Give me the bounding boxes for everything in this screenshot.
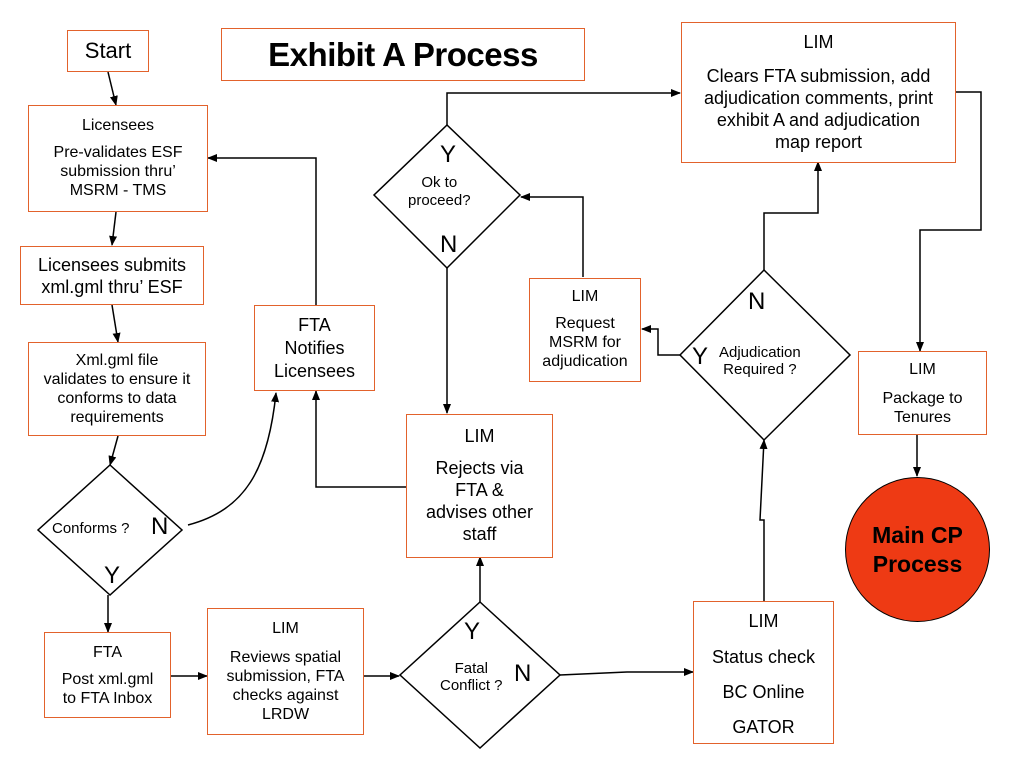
- conforms-no-label: N: [151, 513, 169, 540]
- box-body: Request MSRM for adjudication: [542, 315, 628, 370]
- fatal-yes-label: Y: [464, 618, 481, 645]
- box-header: LIM: [909, 361, 936, 378]
- fta-notifies-box: FTA Notifies Licensees: [254, 305, 375, 391]
- box-header: Licensees: [81, 117, 155, 134]
- conforms-yes-label: Y: [104, 562, 121, 589]
- lim-status-box: LIM Status check BC Online GATOR: [693, 601, 834, 744]
- ok-to-proceed-label: Ok to proceed?: [408, 174, 471, 209]
- conforms-diamond: [36, 463, 184, 597]
- lim-rejects-box: LIM Rejects via FTA & advises other staf…: [406, 414, 553, 558]
- arrow-clears-to-package: [916, 91, 982, 352]
- box-body: Post xml.gml to FTA Inbox: [61, 671, 154, 707]
- arrow-ok-yes-to-clears: [446, 89, 681, 125]
- fatal-conflict-diamond: [398, 600, 562, 750]
- box-header: LIM: [748, 611, 779, 631]
- arrow-status-to-adjudication: [759, 439, 768, 601]
- xml-validates-box: Xml.gml file validates to ensure it conf…: [28, 342, 206, 436]
- box-body: Clears FTA submission, add adjudication …: [703, 66, 934, 152]
- arrow-request-to-ok: [520, 193, 584, 277]
- start-label: Start: [84, 38, 132, 63]
- ok-no-label: N: [440, 231, 458, 258]
- arrow-validates-to-conforms: [108, 435, 119, 466]
- adjudication-no-label: N: [748, 288, 766, 315]
- lim-request-box: LIM Request MSRM for adjudication: [529, 278, 641, 382]
- fatal-no-label: N: [514, 660, 532, 687]
- arrow-submits-to-validates: [111, 304, 121, 343]
- arrow-conforms-no-to-fta-notifies: [187, 392, 280, 526]
- diagram-title-text: Exhibit A Process: [268, 35, 538, 73]
- arrow-adjudication-no-to-clears: [763, 161, 822, 270]
- main-cp-process-circle: Main CP Process: [845, 477, 990, 622]
- lim-reviews-box: LIM Reviews spatial submission, FTA chec…: [207, 608, 364, 735]
- licensees-submits-box: Licensees submits xml.gml thru’ ESF: [20, 246, 204, 305]
- box-body: Reviews spatial submission, FTA checks a…: [226, 649, 345, 723]
- licensees-prevalidate-box: Licensees Pre-validates ESF submission t…: [28, 105, 208, 212]
- fatal-conflict-label: Fatal Conflict ?: [440, 660, 503, 694]
- box-body: FTA Notifies Licensees: [273, 314, 356, 381]
- lim-package-box: LIM Package to Tenures: [858, 351, 987, 435]
- gator-label: GATOR: [732, 717, 795, 737]
- status-check-label: Status check: [711, 647, 816, 667]
- box-body: Package to Tenures: [882, 390, 963, 426]
- arrow-fatal-no-to-status: [559, 668, 694, 676]
- box-header: LIM: [464, 426, 495, 446]
- box-header: LIM: [571, 288, 599, 305]
- bc-online-label: BC Online: [722, 682, 805, 702]
- box-body: Licensees submits xml.gml thru’ ESF: [37, 254, 187, 297]
- arrow-start-to-licensees: [107, 71, 118, 106]
- arrow-rejects-to-fta-notifies: [312, 390, 407, 488]
- box-body: Rejects via FTA & advises other staff: [425, 458, 534, 544]
- arrow-adjudication-yes-to-request: [641, 325, 680, 356]
- box-body: Pre-validates ESF submission thru’ MSRM …: [53, 144, 183, 199]
- fta-post-box: FTA Post xml.gml to FTA Inbox: [44, 632, 171, 718]
- conforms-label: Conforms ?: [52, 520, 130, 537]
- box-body: Xml.gml file validates to ensure it conf…: [43, 352, 191, 426]
- lim-clears-box: LIM Clears FTA submission, add adjudicat…: [681, 22, 956, 163]
- box-header: LIM: [272, 620, 299, 637]
- box-header: LIM: [803, 32, 834, 52]
- arrow-licensees-to-submits: [109, 211, 118, 246]
- main-cp-process-label: Main CP Process: [872, 521, 963, 577]
- adjudication-label: Adjudication Required ?: [719, 344, 801, 378]
- diagram-title: Exhibit A Process: [221, 28, 585, 81]
- ok-yes-label: Y: [440, 141, 457, 168]
- box-header: FTA: [92, 644, 123, 661]
- arrow-fta-notifies-to-licensees: [207, 154, 317, 305]
- adjudication-yes-label: Y: [692, 343, 709, 370]
- start-box: Start: [67, 30, 149, 72]
